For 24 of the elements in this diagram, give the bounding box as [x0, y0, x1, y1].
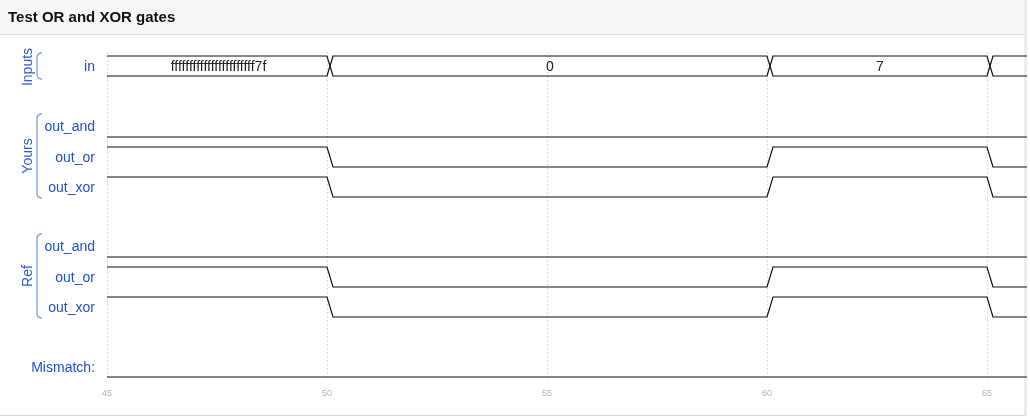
bus-segment: [770, 56, 990, 76]
signal-name: in: [84, 58, 95, 74]
tick-label: 65: [982, 388, 992, 399]
group-label: Inputs: [19, 47, 35, 87]
signal-name: out_and: [44, 238, 95, 254]
signal-name: Mismatch:: [31, 359, 95, 375]
bus-value: fffffffffffffffffffffff7f: [170, 58, 267, 74]
signal-name: out_or: [55, 269, 95, 285]
signal-name: out_or: [55, 149, 95, 165]
tick-label: 50: [322, 388, 332, 399]
tick-label: 45: [102, 388, 112, 399]
signal-name: out_xor: [48, 179, 95, 195]
signal-name: out_xor: [48, 299, 95, 315]
title: Test OR and XOR gates: [8, 8, 176, 26]
bus-segment: [330, 56, 770, 76]
bus-segment: [990, 56, 1027, 76]
group-label: Yours: [19, 138, 35, 174]
bus-value: 0: [546, 58, 554, 74]
tick-label: 55: [542, 388, 552, 399]
signal-name: out_and: [44, 118, 95, 134]
tick-label: 60: [762, 388, 772, 399]
group-label: Ref: [19, 265, 35, 287]
bus-value: 7: [876, 58, 884, 74]
bus-segment: [107, 56, 330, 76]
